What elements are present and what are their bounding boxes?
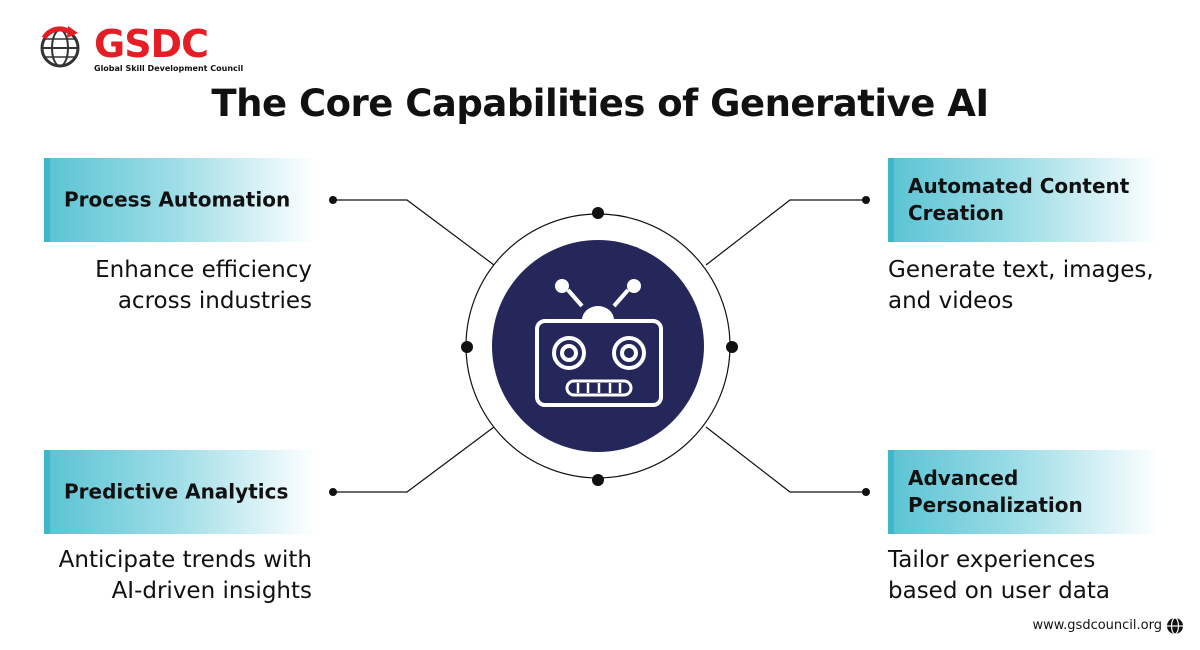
connector-content-creation xyxy=(705,199,866,266)
dot-personalization xyxy=(862,488,870,496)
capability-title: Automated Content Creation xyxy=(908,174,1130,225)
ring-dot-right xyxy=(726,341,738,353)
globe-logo-icon xyxy=(40,26,80,68)
globe-icon xyxy=(1167,617,1183,635)
capability-box-personalization: Advanced Personalization xyxy=(888,450,1160,534)
connector-process-automation xyxy=(333,199,495,266)
dot-process-automation xyxy=(329,196,337,204)
capability-box-content-creation: Automated Content Creation xyxy=(888,158,1160,242)
capability-description: Generate text, images, and videos xyxy=(888,257,1154,314)
capability-box-predictive-analytics: Predictive Analytics xyxy=(44,450,316,534)
gsdc-logo: GSDC Global Skill Development Council xyxy=(38,22,243,73)
capability-description: Enhance efficiency across industries xyxy=(95,257,312,314)
ring-dot-bottom xyxy=(592,474,604,486)
connector-personalization xyxy=(705,426,866,493)
capability-title: Predictive Analytics xyxy=(64,479,289,504)
robot-icon xyxy=(535,279,663,407)
dot-content-creation xyxy=(862,196,870,204)
capability-description: Tailor experiences based on user data xyxy=(888,547,1110,604)
ring-dot-top xyxy=(592,207,604,219)
logo-wordmark: GSDC xyxy=(94,22,209,66)
footer-website[interactable]: www.gsdcouncil.org xyxy=(1032,618,1162,633)
logo-subtitle: Global Skill Development Council xyxy=(94,64,244,73)
capability-title: Process Automation xyxy=(64,187,291,212)
ring-dot-left xyxy=(461,341,473,353)
dot-predictive-analytics xyxy=(329,488,337,496)
center-circle xyxy=(492,240,704,452)
connector-predictive-analytics xyxy=(333,426,495,493)
capability-description: Anticipate trends with AI-driven insight… xyxy=(58,547,312,604)
page-title: The Core Capabilities of Generative AI xyxy=(211,82,989,125)
capability-box-process-automation: Process Automation xyxy=(44,158,316,242)
capability-title: Advanced Personalization xyxy=(908,466,1083,517)
